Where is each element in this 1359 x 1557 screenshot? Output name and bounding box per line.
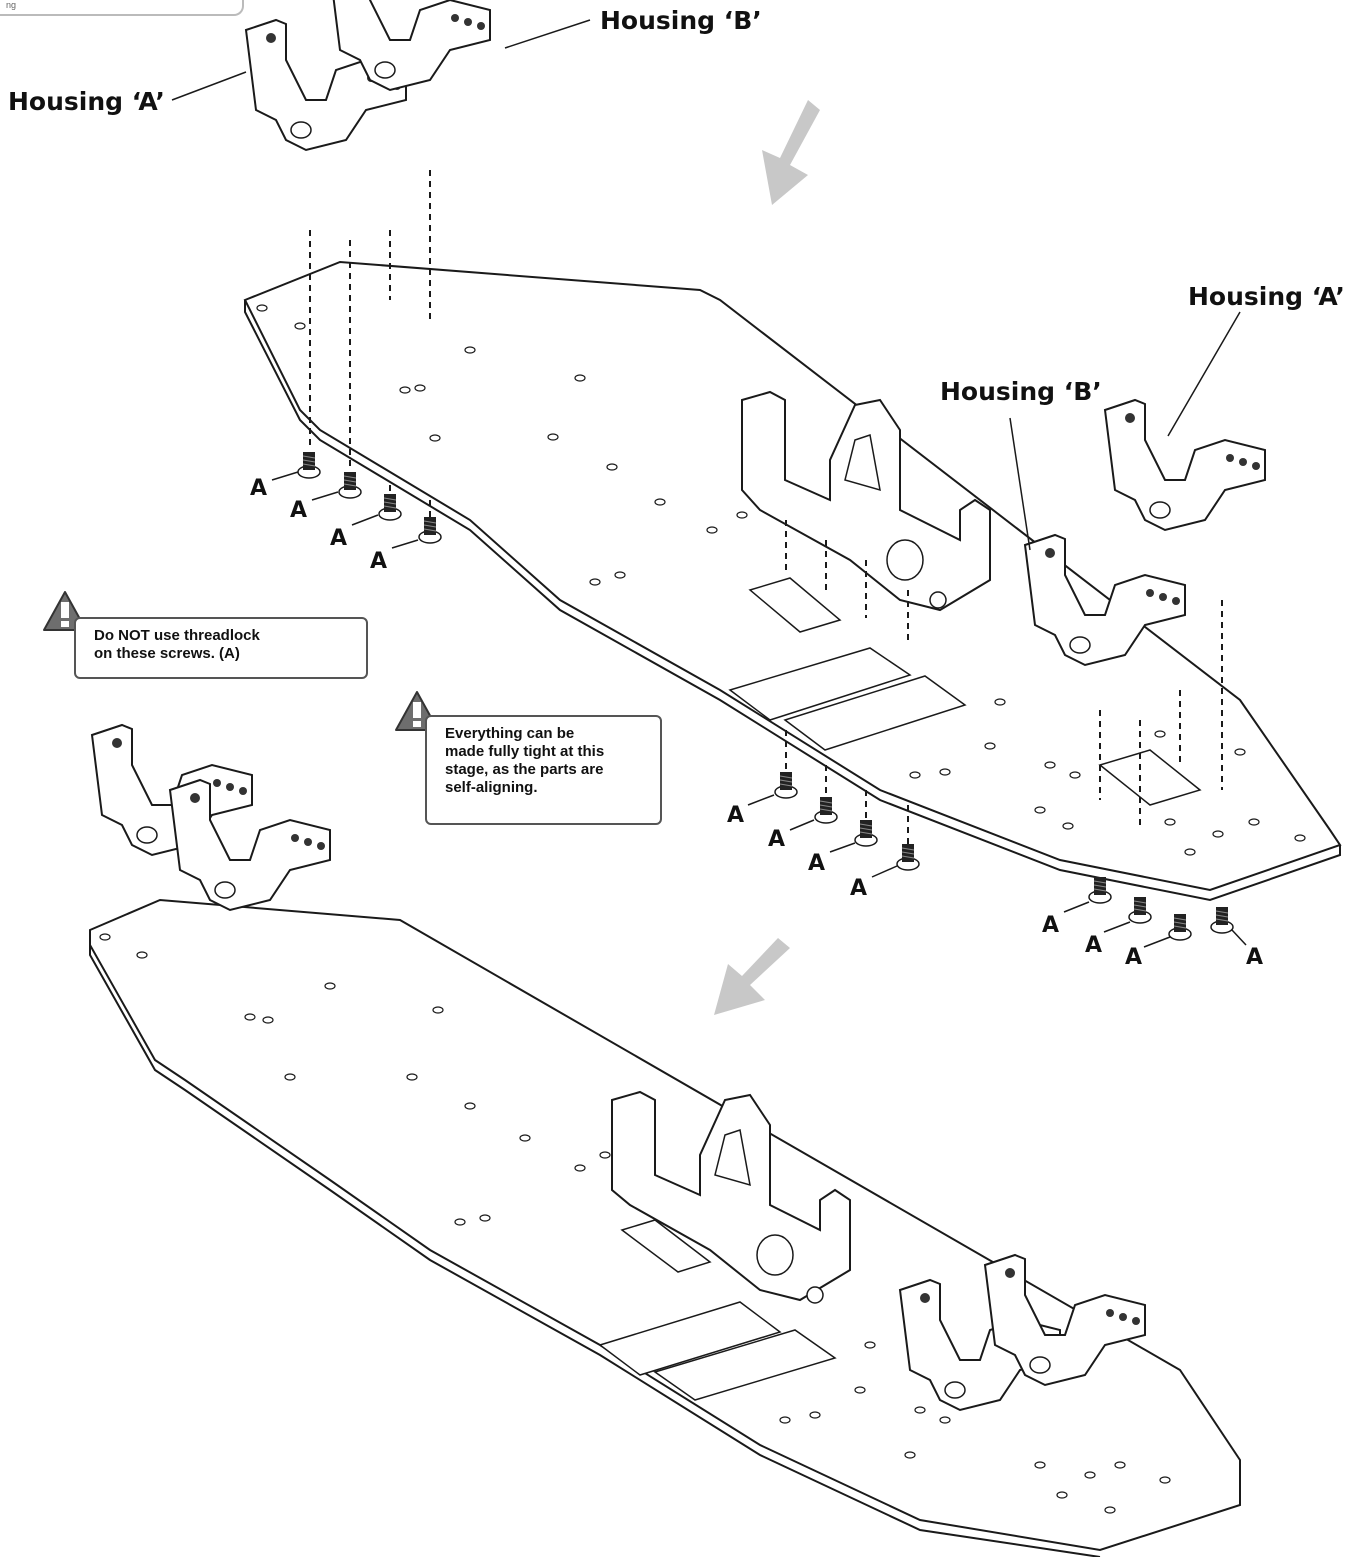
screw-label-a: A bbox=[1042, 913, 1059, 938]
threadlock-note-line1: Do NOT use threadlock bbox=[94, 627, 260, 644]
lower-motor-mount bbox=[611, 1090, 851, 1304]
self-aligning-note-line1: Everything can be bbox=[445, 725, 575, 742]
threadlock-note-line2: on these screws. (A) bbox=[94, 645, 240, 662]
page-header-tab: ng bbox=[0, 0, 244, 16]
screw-label-a: A bbox=[727, 803, 744, 828]
screw-label-a: A bbox=[370, 549, 387, 574]
self-aligning-note-line3: stage, as the parts are bbox=[445, 761, 604, 778]
self-aligning-note: Everything can be made fully tight at th… bbox=[425, 715, 662, 825]
housing-labels: Housing ‘B’ Housing ‘A’ Housing ‘A’ Hous… bbox=[8, 6, 1345, 551]
housing-a-right-label: Housing ‘A’ bbox=[1188, 282, 1345, 311]
screw-label-a: A bbox=[808, 851, 825, 876]
screw-label-a: A bbox=[1125, 945, 1142, 970]
upper-chassis-plate bbox=[243, 260, 1342, 902]
down-arrow-icon bbox=[714, 938, 790, 1015]
screw-labels: A A A A A A A A A A A A bbox=[250, 476, 1263, 970]
alignment-lines bbox=[309, 170, 1223, 845]
threadlock-note: Do NOT use threadlock on these screws. (… bbox=[74, 617, 368, 679]
down-arrow-icon bbox=[762, 100, 820, 205]
upper-motor-mount bbox=[741, 390, 991, 612]
screw-label-a: A bbox=[250, 476, 267, 501]
screw-label-a: A bbox=[290, 498, 307, 523]
self-aligning-note-line2: made fully tight at this bbox=[445, 743, 605, 760]
screw-label-a: A bbox=[330, 526, 347, 551]
screw-label-a: A bbox=[1085, 933, 1102, 958]
lower-chassis-plate bbox=[89, 898, 1241, 1557]
housing-b-top-label: Housing ‘B’ bbox=[600, 6, 762, 35]
housing-a-right bbox=[1104, 399, 1266, 531]
screw-leaders bbox=[271, 471, 1247, 948]
screw-label-a: A bbox=[850, 876, 867, 901]
screw-label-a: A bbox=[1246, 945, 1263, 970]
housing-a-top-label: Housing ‘A’ bbox=[8, 87, 165, 116]
housing-b-right-label: Housing ‘B’ bbox=[940, 377, 1102, 406]
screw-label-a: A bbox=[768, 827, 785, 852]
self-aligning-note-line4: self-aligning. bbox=[445, 779, 538, 796]
